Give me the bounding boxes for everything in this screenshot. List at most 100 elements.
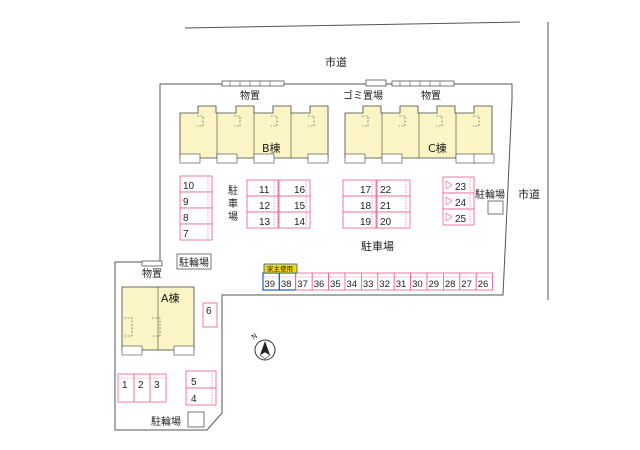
parking-space-33: 33 [360, 272, 379, 291]
parking-space-24-label: 24 [455, 198, 467, 209]
bike-right-label: 駐輪場 [475, 188, 505, 201]
parking-space-27: 27 [459, 272, 477, 291]
parking-space-31: 31 [393, 272, 412, 291]
parking-space-3-label: 3 [154, 380, 160, 391]
parking-space-17: 17 [342, 179, 377, 197]
parking-space-32: 32 [377, 272, 395, 291]
parking-space-29: 29 [426, 272, 444, 291]
parking-space-20-label: 20 [380, 217, 392, 228]
parking-space-1: 1 [117, 373, 135, 403]
parking-space-11: 11 [246, 179, 279, 197]
landlord-use-tag: 家主使用 [263, 263, 298, 274]
parking-space-15: 15 [278, 195, 311, 213]
parking-vertical-label: 駐車場 [228, 184, 238, 223]
landlord-use-label: 家主使用 [267, 264, 293, 273]
parking-space-37-label: 37 [297, 279, 308, 290]
parking-space-16-label: 16 [294, 185, 306, 196]
parking-column-a: 10 9 8 7 [179, 175, 213, 241]
building-c [344, 105, 495, 164]
parking-space-20: 20 [376, 211, 411, 229]
parking-space-18: 18 [342, 195, 377, 213]
parking-space-6-label: 6 [206, 306, 212, 317]
parking-space-9-label: 9 [183, 197, 189, 208]
parking-space-11-label: 11 [259, 185, 270, 196]
bike-left-label: 駐輪場 [179, 256, 209, 269]
parking-space-26: 26 [475, 272, 494, 291]
parking-space-23-label: 23 [455, 182, 467, 193]
parking-space-8-label: 8 [183, 213, 189, 224]
parking-space-6: 6 [202, 302, 218, 328]
parking-space-22: 22 [376, 179, 411, 197]
bike-bottom-box [187, 411, 205, 428]
parking-space-39-label: 39 [265, 279, 276, 290]
parking-space-2-label: 2 [138, 380, 144, 391]
bike-bottom-label: 駐輪場 [151, 415, 181, 428]
storage-a-label: 物置 [142, 267, 162, 280]
parking-space-12-label: 12 [259, 201, 271, 212]
parking-space-37: 37 [295, 272, 313, 291]
parking-column-b-right: 16 15 14 [278, 179, 311, 229]
parking-space-31-label: 31 [396, 279, 407, 290]
building-a [121, 286, 195, 356]
parking-space-22-label: 22 [380, 185, 392, 196]
parking-space-33-label: 33 [363, 279, 374, 290]
parking-space-15-label: 15 [294, 201, 306, 212]
parking-space-38: 38 [278, 272, 297, 291]
parking-space-13: 13 [246, 211, 279, 229]
parking-space-19-label: 19 [360, 217, 372, 228]
storage-c-label: 物置 [421, 89, 441, 102]
parking-space-23: 23 [442, 176, 475, 194]
building-b [179, 105, 329, 164]
parking-space-28: 28 [442, 272, 461, 291]
parking-space-21: 21 [376, 195, 411, 213]
parking-space-25: 25 [442, 208, 475, 226]
parking-space-10-label: 10 [183, 181, 195, 192]
parking-space-36-label: 36 [314, 279, 325, 290]
parking-space-19: 19 [342, 211, 377, 229]
parking-space-34: 34 [344, 272, 362, 291]
parking-space-35: 35 [328, 272, 346, 291]
parking-main-label: 駐車場 [361, 239, 394, 253]
parking-space-7: 7 [179, 223, 213, 241]
parking-space-4-label: 4 [191, 394, 197, 405]
parking-space-32-label: 32 [379, 279, 390, 290]
parking-space-27-label: 27 [461, 279, 472, 290]
parking-space-5-label: 5 [191, 377, 197, 388]
parking-space-39: 39 [262, 272, 280, 291]
north-compass-icon: N [250, 332, 276, 361]
parking-space-14-label: 14 [294, 217, 306, 228]
parking-space-2: 2 [133, 373, 151, 403]
parking-space-4: 4 [185, 387, 217, 406]
parking-space-28-label: 28 [445, 279, 456, 290]
parking-space-7-label: 7 [183, 229, 189, 240]
parking-space-13-label: 13 [259, 217, 271, 228]
parking-column-d: 23 24 25 [442, 176, 475, 226]
parking-space-18-label: 18 [360, 201, 372, 212]
parking-vertical-text: 駐車場 [228, 184, 238, 223]
parking-space-29-label: 29 [429, 279, 440, 290]
parking-space-16: 16 [278, 179, 311, 197]
parking-space-14: 14 [278, 211, 311, 229]
lot-outline [114, 83, 513, 431]
parking-space-3: 3 [149, 373, 167, 403]
parking-column-a-right: 54 [185, 370, 217, 406]
parking-space-25-label: 25 [455, 214, 467, 225]
storage-c-shed [391, 80, 455, 87]
parking-space-38-label: 38 [281, 279, 292, 290]
storage-b-label: 物置 [240, 89, 260, 102]
parking-space-10: 10 [179, 175, 213, 193]
parking-space-30-label: 30 [412, 279, 423, 290]
parking-space-17-label: 17 [360, 185, 372, 196]
parking-space-24: 24 [442, 192, 475, 210]
parking-space-30: 30 [410, 272, 428, 291]
parking-column-c-left: 17 18 19 [342, 179, 377, 229]
road-top-line [184, 21, 521, 29]
parking-space-5: 5 [185, 370, 217, 389]
storage-b-shed [221, 80, 285, 87]
parking-space-8: 8 [179, 207, 213, 225]
parking-space-12: 12 [246, 195, 279, 213]
parking-space-34-label: 34 [347, 279, 358, 290]
